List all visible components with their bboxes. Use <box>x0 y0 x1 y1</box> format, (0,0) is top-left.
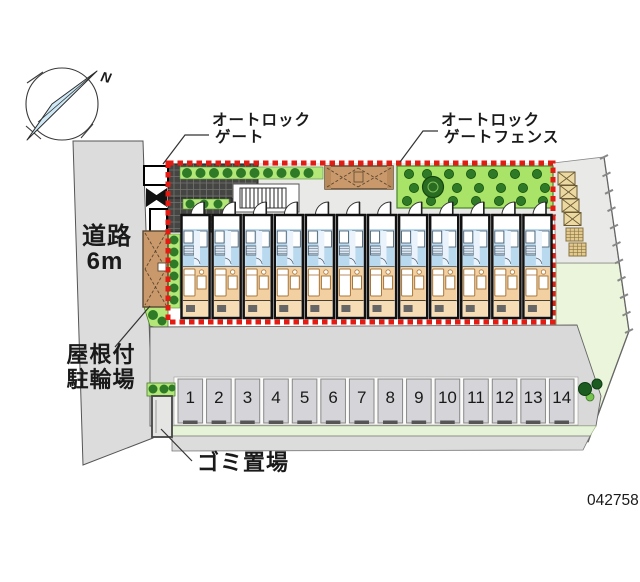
autolock-gate-label-line1: オートロック <box>212 111 311 129</box>
fence-leader-line <box>399 130 438 163</box>
compass-needle <box>26 70 98 141</box>
leader-lines <box>114 130 438 462</box>
garden-area <box>396 165 554 209</box>
road-label-line1: 道路 <box>82 222 132 250</box>
parking-space-number: 14 <box>552 388 571 407</box>
parking-space-number: 8 <box>386 388 395 407</box>
parking-space-8: 8 <box>377 378 404 424</box>
unit-6 <box>335 201 367 320</box>
parking-space-14: 14 <box>548 378 575 424</box>
unit-2 <box>211 201 242 320</box>
parking-green-strip <box>171 425 597 437</box>
parking-space-number: 4 <box>271 388 280 407</box>
parking-space-4: 4 <box>263 378 289 424</box>
parking-space-number: 11 <box>467 388 485 407</box>
unit-10 <box>460 201 491 320</box>
parking-end-trees <box>578 378 603 402</box>
parking-space-number: 5 <box>300 388 309 407</box>
hedge-strips <box>143 166 324 331</box>
parking-space-number: 6 <box>328 388 337 407</box>
bicycle-parking-label-line1: 屋根付 <box>66 342 135 367</box>
parking-space-9: 9 <box>406 378 432 424</box>
parking-space-number: 1 <box>186 388 195 407</box>
parking-space-number: 7 <box>357 388 366 407</box>
parking-space-2: 2 <box>206 378 232 424</box>
parking-space-5: 5 <box>291 378 318 424</box>
parking-front-band <box>171 435 591 452</box>
apartment-building <box>180 201 553 320</box>
exterior-staircase <box>557 171 587 257</box>
garbage-area-label: ゴミ置場 <box>197 450 289 475</box>
compass-north-label: N <box>99 68 113 86</box>
garbage-leader-line <box>160 428 193 462</box>
garbage-area-structure <box>146 382 176 438</box>
autolock-gate-label-line2: ゲート <box>215 127 265 146</box>
parking-space-1: 1 <box>177 378 204 424</box>
unit-9 <box>428 201 460 320</box>
parking-space-13: 13 <box>520 378 546 424</box>
unit-4 <box>273 201 305 320</box>
road-label-line2: 6m <box>87 248 124 275</box>
parking-space-11: 11 <box>463 378 489 424</box>
autolock-fence-label-line2: ゲートフェンス <box>444 127 559 146</box>
property-boundary-red-dashed <box>165 160 556 325</box>
bicycle-parking-label-line2: 駐輪場 <box>66 367 135 392</box>
gate-leader-line <box>162 134 209 165</box>
parking-space-number: 3 <box>243 388 252 407</box>
parking-space-number: 10 <box>438 388 457 407</box>
parking-space-6: 6 <box>320 378 346 424</box>
unit-12 <box>522 201 553 320</box>
autolock-gate-symbol <box>143 165 169 233</box>
parking-space-number: 9 <box>414 388 423 407</box>
parking-space-number: 2 <box>214 388 223 407</box>
bicycle-deck <box>142 230 169 308</box>
parking-space-12: 12 <box>491 378 518 424</box>
unit-3 <box>242 201 274 320</box>
wood-deck-top <box>324 165 394 190</box>
autolock-fence-label-line1: オートロック <box>441 111 540 129</box>
parking-space-number: 12 <box>495 388 514 407</box>
parking-space-3: 3 <box>234 378 261 424</box>
bicycle-leader-line <box>114 305 151 348</box>
unit-11 <box>491 201 522 320</box>
unit-8 <box>397 201 429 320</box>
compass-north-indicator: N <box>25 67 113 141</box>
plan-id-number: 042758 <box>587 492 639 509</box>
road-area <box>72 140 154 466</box>
unit-7 <box>366 201 398 320</box>
unit-1 <box>180 201 211 320</box>
parking-space-7: 7 <box>348 378 375 424</box>
property-edge-ticks <box>599 154 634 334</box>
parking-space-10: 10 <box>434 378 461 424</box>
parking-space-number: 13 <box>524 388 543 407</box>
unit-5 <box>304 201 336 320</box>
